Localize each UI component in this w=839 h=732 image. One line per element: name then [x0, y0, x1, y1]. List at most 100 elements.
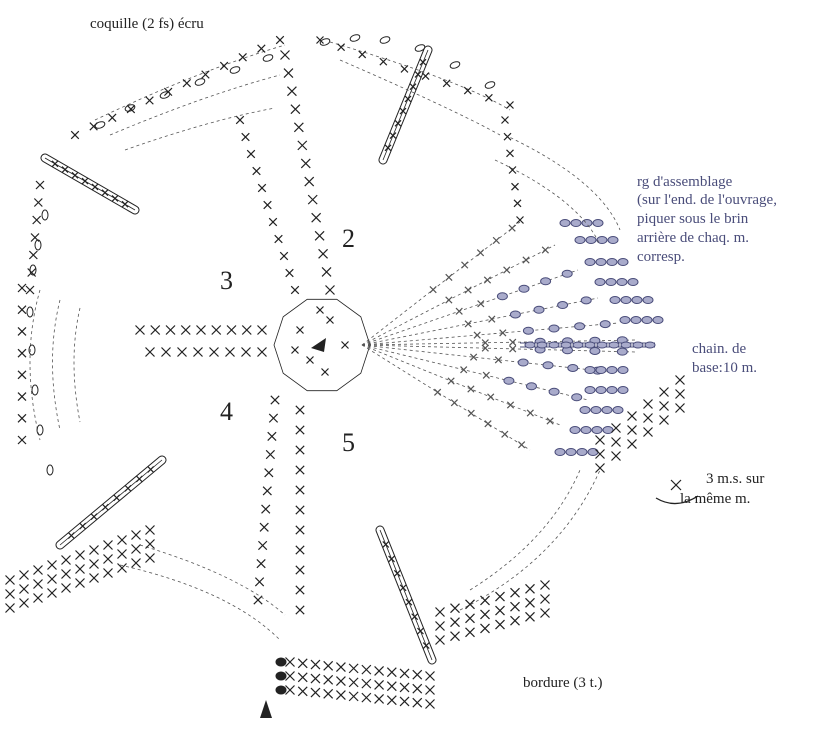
single-crochet-cross-icon — [435, 635, 445, 645]
single-crochet-cross-icon — [89, 545, 99, 555]
single-crochet-cross-icon — [516, 216, 524, 224]
single-crochet-cross-icon — [47, 574, 57, 584]
single-crochet-cross-icon — [304, 176, 315, 187]
single-crochet-cross-icon — [425, 685, 435, 695]
chain-stitch-oval-icon — [587, 448, 599, 456]
label-assemblage-5: corresp. — [637, 249, 685, 265]
single-crochet-cross-icon — [509, 338, 517, 346]
single-crochet-cross-icon — [494, 356, 503, 364]
single-crochet-cross-icon — [323, 660, 334, 671]
chain-dashed-arc — [469, 469, 581, 591]
chain-stitch-oval-icon — [41, 209, 49, 221]
single-crochet-cross-icon — [241, 347, 251, 357]
chain-stitch-oval-icon — [630, 316, 642, 324]
single-crochet-cross-icon — [297, 658, 308, 669]
single-crochet-cross-icon — [435, 607, 445, 617]
label-assemblage-4: arrière de chaq. m. — [637, 230, 750, 246]
single-crochet-cross-icon — [283, 68, 294, 79]
single-crochet-cross-icon — [89, 573, 99, 583]
single-crochet-cross-icon — [447, 377, 455, 385]
single-crochet-cross-icon — [335, 676, 346, 687]
single-crochet-cross-icon — [131, 544, 141, 554]
chain-stitch-oval-icon — [591, 426, 603, 434]
single-crochet-cross-icon — [295, 505, 305, 515]
label-chain-1: chain. de — [692, 341, 747, 357]
chain-stitch-oval-icon — [584, 258, 596, 266]
single-crochet-cross-icon — [465, 613, 475, 624]
single-crochet-cross-icon — [484, 93, 493, 102]
single-crochet-cross-icon — [425, 671, 435, 681]
single-crochet-cross-icon — [131, 558, 141, 568]
single-crochet-cross-icon — [67, 532, 75, 539]
single-crochet-cross-icon — [101, 189, 109, 197]
single-crochet-cross-icon — [117, 549, 127, 559]
single-crochet-cross-icon — [180, 325, 191, 335]
chain-stitch-oval-icon — [275, 671, 287, 681]
label-coquille: coquille (2 fs) écru — [90, 16, 204, 32]
label-assemblage-2: (sur l'end. de l'ouvrage, — [637, 192, 777, 208]
single-crochet-cross-icon — [279, 251, 289, 261]
single-crochet-cross-icon — [627, 439, 637, 449]
single-crochet-cross-icon — [47, 560, 57, 570]
single-crochet-cross-icon — [17, 413, 27, 423]
single-crochet-cross-icon — [35, 180, 45, 190]
single-crochet-cross-icon — [643, 427, 653, 437]
chain-stitch-oval-icon — [616, 278, 628, 286]
single-crochet-cross-icon — [483, 276, 492, 284]
single-crochet-cross-icon — [341, 341, 349, 349]
single-crochet-cross-icon — [421, 72, 430, 81]
three-sc-bracket-icon — [655, 495, 699, 505]
single-crochet-cross-icon — [508, 224, 516, 232]
chain-dashed-arc — [124, 107, 276, 151]
chain-dashed-arc — [339, 59, 501, 136]
single-crochet-cross-icon — [226, 325, 237, 335]
chain-dashed-arc — [459, 469, 601, 611]
single-crochet-cross-icon — [611, 423, 621, 433]
single-crochet-cross-icon — [526, 409, 534, 417]
chain-stitch-oval-icon — [652, 316, 664, 324]
single-crochet-cross-icon — [103, 568, 113, 578]
chain-stitch-oval-icon — [574, 322, 586, 331]
single-crochet-cross-icon — [495, 605, 505, 616]
single-crochet-cross-icon — [540, 580, 550, 590]
single-crochet-cross-icon — [161, 347, 171, 357]
single-crochet-cross-icon — [61, 555, 71, 565]
chain-dashed-arc — [139, 544, 286, 616]
section-number-5: 5 — [342, 428, 355, 457]
chain-stitch-oval-icon — [595, 386, 607, 394]
single-crochet-cross-icon — [211, 325, 222, 335]
chain-stitch-oval-icon — [560, 341, 572, 349]
single-crochet-cross-icon — [361, 664, 372, 675]
single-crochet-cross-icon — [480, 609, 490, 620]
single-crochet-cross-icon — [394, 119, 402, 127]
single-crochet-cross-icon — [314, 230, 325, 241]
single-crochet-cross-icon — [464, 320, 472, 328]
chain-stitch-oval-icon — [34, 239, 42, 251]
chain-stitch-oval-icon — [596, 341, 608, 349]
single-crochet-cross-icon — [348, 677, 359, 688]
chain-stitch-oval-icon — [46, 464, 54, 476]
chain-stitch-oval-icon — [542, 361, 554, 370]
single-crochet-cross-icon — [310, 659, 321, 670]
single-crochet-cross-icon — [675, 403, 685, 413]
chain-stitch-oval-icon — [584, 366, 596, 374]
single-crochet-cross-icon — [238, 53, 247, 62]
single-crochet-cross-icon — [525, 611, 535, 622]
single-crochet-cross-icon — [374, 665, 385, 676]
single-crochet-cross-icon — [261, 504, 271, 514]
single-crochet-cross-icon — [323, 688, 334, 699]
chain-stitch-oval-icon — [567, 363, 579, 372]
single-crochet-cross-icon — [501, 116, 509, 124]
single-crochet-cross-icon — [433, 388, 442, 396]
single-crochet-cross-icon — [268, 413, 279, 423]
single-crochet-cross-icon — [5, 603, 15, 613]
chain-stitch-oval-icon — [602, 426, 614, 434]
single-crochet-cross-icon — [643, 399, 653, 409]
chain-stitch-oval-icon — [585, 236, 597, 244]
single-crochet-cross-icon — [25, 285, 35, 295]
single-crochet-cross-icon — [17, 370, 27, 380]
single-crochet-cross-icon — [388, 555, 395, 563]
single-crochet-cross-icon — [492, 236, 500, 245]
chain-stitch-oval-icon — [642, 296, 654, 304]
